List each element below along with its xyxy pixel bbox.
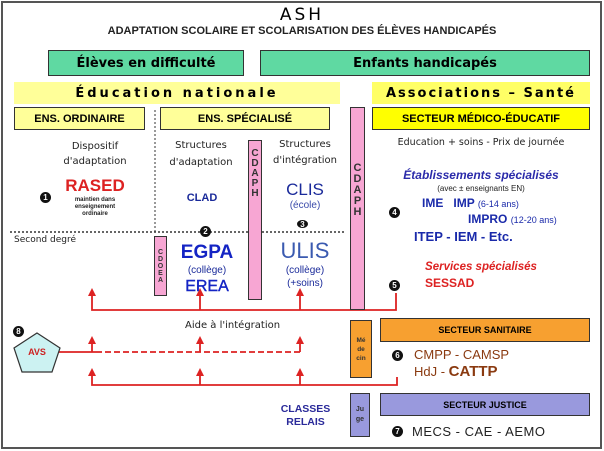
structures-adaptation: Structures d'adaptation bbox=[158, 137, 244, 171]
cdoea-letter: A bbox=[157, 276, 164, 284]
second-degre-label: Second degré bbox=[14, 235, 76, 245]
label: Mé bbox=[356, 336, 366, 344]
enfants-handicapes-box: Enfants handicapés bbox=[260, 50, 590, 76]
label: d'adaptation bbox=[63, 156, 127, 167]
cdoea-letter: D bbox=[157, 255, 164, 263]
aide-integration-label: Aide à l'intégration bbox=[185, 320, 281, 331]
cdaph-letter: C bbox=[251, 148, 259, 159]
hdj-cattp-line: HdJ - CATTP bbox=[414, 363, 498, 380]
cdaph-letter: D bbox=[251, 158, 259, 169]
dispositif-adaptation: Dispositif d'adaptation bbox=[40, 139, 150, 169]
egpa-college: (collège) bbox=[187, 265, 227, 276]
structures-integration: Structures d'intégration bbox=[263, 137, 347, 169]
cdaph-letter: A bbox=[353, 184, 362, 196]
cmpp-camsp: CMPP - CAMSP bbox=[414, 347, 510, 362]
ulis-soins: (+soins) bbox=[287, 278, 323, 289]
number-badge-4: 4 bbox=[389, 207, 400, 218]
impro-label: IMPRO bbox=[468, 212, 508, 226]
label: maintien dans bbox=[74, 197, 116, 203]
cdaph-letter: P bbox=[251, 178, 259, 189]
imp-age: (6-14 ans) bbox=[477, 199, 519, 209]
subtitle: ADAPTATION SCOLAIRE ET SCOLARISATION DES… bbox=[107, 25, 497, 37]
ens-specialise-box: ENS. SPÉCIALISÉ bbox=[160, 107, 330, 130]
secteur-justice-box: SECTEUR JUSTICE bbox=[380, 393, 590, 416]
erea-label: EREA bbox=[185, 278, 229, 295]
label: CLASSES bbox=[280, 403, 331, 415]
cdaph-letter: C bbox=[353, 162, 362, 174]
secteur-medico-educatif-box: SECTEUR MÉDICO-ÉDUCATIF bbox=[372, 107, 590, 130]
avs-pentagon bbox=[13, 332, 61, 373]
eleves-difficulte-box: Élèves en difficulté bbox=[48, 50, 244, 76]
cdaph-letter: H bbox=[251, 188, 259, 199]
associations-sante-band: Associations – Santé bbox=[372, 82, 590, 104]
cdaph-letter: A bbox=[251, 168, 259, 179]
number-badge-7: 7 bbox=[392, 426, 403, 437]
number-badge-5: 5 bbox=[389, 280, 400, 291]
label: ge bbox=[355, 416, 365, 423]
title: ASH bbox=[279, 5, 325, 25]
cdoea-letter: C bbox=[157, 248, 164, 256]
avec-enseignants: (avec ± enseignants EN) bbox=[437, 184, 525, 193]
label: Structures bbox=[175, 140, 227, 151]
rased-label: RASED bbox=[65, 176, 125, 195]
education-nationale-band: Éducation nationale bbox=[14, 82, 340, 104]
medico-intro: Education + soins - Prix de journée bbox=[397, 137, 565, 148]
ime-label: IME bbox=[422, 196, 444, 210]
label: d'intégration bbox=[272, 155, 338, 166]
secteur-sanitaire-box: SECTEUR SANITAIRE bbox=[380, 318, 590, 342]
label: RELAIS bbox=[286, 416, 325, 428]
impro-line: IMPRO (12-20 ans) bbox=[468, 212, 557, 226]
number-badge-6: 6 bbox=[392, 350, 403, 361]
cdaph-letter: P bbox=[353, 195, 362, 207]
number-badge-1: 1 bbox=[40, 192, 51, 203]
cdaph-letter: H bbox=[353, 206, 362, 218]
clad-label: CLAD bbox=[186, 192, 218, 204]
etablissements-specialises: Établissements spécialisés bbox=[403, 168, 559, 182]
impro-age: (12-20 ans) bbox=[510, 215, 557, 225]
label: ordinaire bbox=[82, 211, 108, 217]
cdoea-letter: O bbox=[157, 262, 164, 270]
itep-iem-line: ITEP - IEM - Etc. bbox=[414, 229, 513, 244]
number-badge-2: 2 bbox=[200, 226, 211, 237]
juge-bar: Ju ge bbox=[350, 393, 370, 437]
ime-imp-line: IME IMP (6-14 ans) bbox=[422, 196, 519, 210]
number-badge-3: 3 bbox=[297, 220, 308, 229]
clis-ecole: (école) bbox=[289, 200, 321, 211]
ulis-college: (collège) bbox=[285, 265, 325, 276]
cdoea-letter: E bbox=[158, 269, 163, 277]
services-specialises: Services spécialisés bbox=[425, 261, 537, 273]
ulis-label: ULIS bbox=[280, 238, 330, 263]
label: de bbox=[357, 345, 365, 353]
cattp-label: CATTP bbox=[448, 363, 498, 380]
imp-label: IMP bbox=[453, 196, 475, 210]
cdaph-letter: D bbox=[353, 173, 362, 185]
number-badge-8: 8 bbox=[13, 326, 24, 337]
label: Ju bbox=[355, 406, 365, 413]
avs-label: AVS bbox=[28, 347, 46, 357]
label: enseignement bbox=[74, 204, 116, 210]
label: Structures bbox=[279, 139, 331, 150]
clis-label: CLIS bbox=[286, 180, 324, 199]
hdj-label: HdJ - bbox=[414, 364, 449, 379]
egpa-label: EGPA bbox=[180, 242, 234, 263]
ens-ordinaire-box: ENS. ORDINAIRE bbox=[14, 107, 145, 130]
label: d'adaptation bbox=[169, 157, 233, 168]
label: cin bbox=[356, 354, 366, 362]
label: Dispositif bbox=[71, 141, 119, 152]
sessad-label: SESSAD bbox=[425, 276, 475, 290]
mecs-cae-aemo: MECS - CAE - AEMO bbox=[412, 424, 546, 439]
